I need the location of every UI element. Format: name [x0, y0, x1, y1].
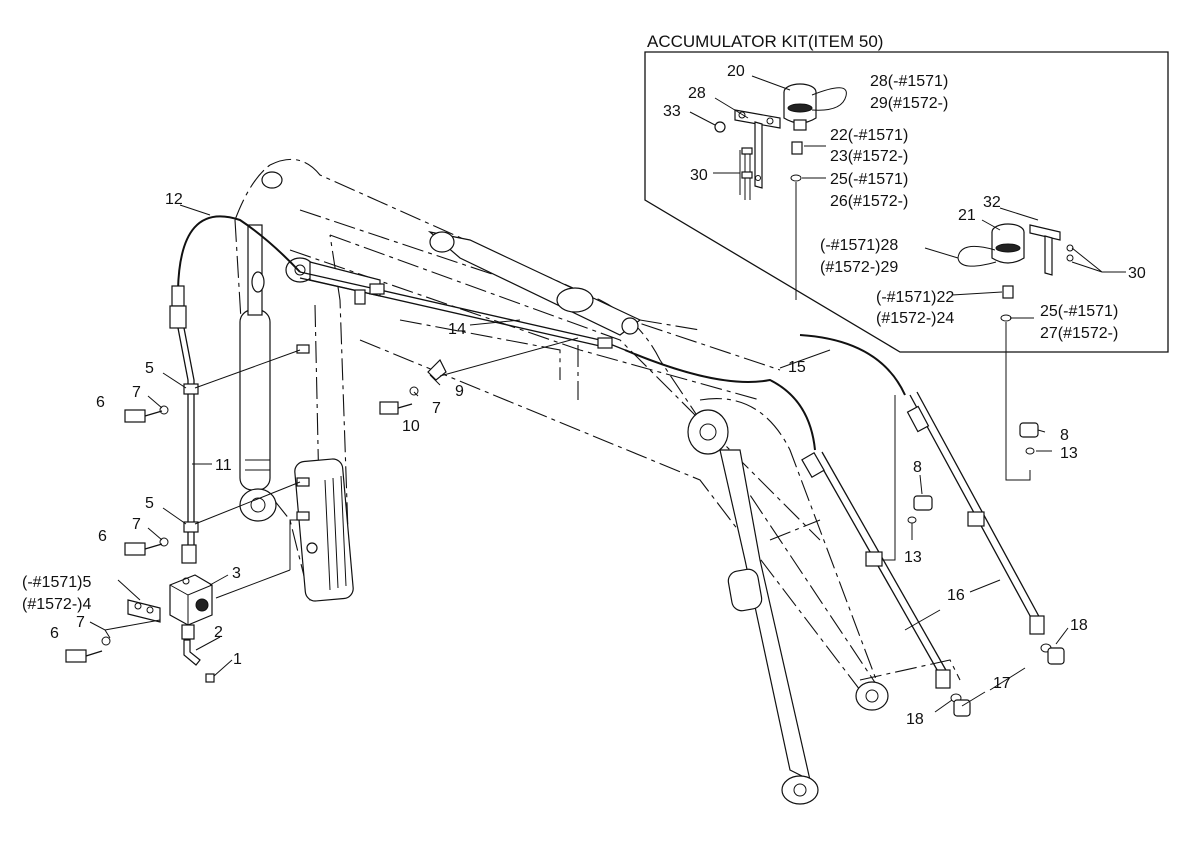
pipe-14: [299, 271, 626, 351]
label-4-post1572: (#1572-)4: [22, 596, 91, 613]
label-8-b: 8: [1060, 427, 1069, 444]
label-7-c: 7: [132, 516, 141, 533]
plugs-8-13: [907, 422, 1039, 524]
label-7-a: 7: [132, 384, 141, 401]
label-18-a: 18: [1070, 617, 1088, 634]
oring-25b: [1000, 314, 1012, 322]
label-28-pre1571: 28(-#1571): [870, 73, 948, 90]
label-5-a: 5: [145, 360, 154, 377]
label-6-b: 6: [98, 528, 107, 545]
bolts-30: [741, 147, 753, 200]
fasteners: [65, 358, 447, 663]
arm-upright: [234, 219, 354, 602]
nut-33: [714, 121, 726, 133]
clamp-5: [127, 599, 161, 623]
kit-labels: 20 28 28(-#1571) 29(#1572-) 33 22(-#1571…: [663, 63, 1146, 342]
arm-cylinder-right: [687, 409, 819, 805]
label-13-a: 13: [904, 549, 922, 566]
label-18-b: 18: [906, 711, 924, 728]
label-32: 32: [983, 194, 1001, 211]
label-24-post1572: (#1572-)24: [876, 310, 954, 327]
label-12: 12: [165, 191, 183, 208]
label-28: 28: [688, 85, 706, 102]
label-5-pre1571: (-#1571)5: [22, 574, 91, 591]
hose-15: [624, 334, 906, 451]
label-22-pre1571-b: (-#1571)22: [876, 289, 954, 306]
label-15: 15: [788, 359, 806, 376]
label-26-post1572: 26(#1572-): [830, 193, 908, 210]
label-30-a: 30: [690, 167, 708, 184]
boom-top-pivot: [261, 171, 381, 297]
main-labels: 12 14 15 5 7 6 9 7 10 11 5 7 6 3 (-#1571…: [22, 191, 1088, 728]
oring-25: [790, 174, 802, 182]
label-6-c: 6: [50, 625, 59, 642]
boom-cylinder-left: [239, 224, 277, 522]
label-11: 11: [215, 457, 232, 474]
label-20: 20: [727, 63, 745, 80]
label-17: 17: [993, 675, 1011, 692]
label-30-b: 30: [1128, 265, 1146, 282]
hose-12: [169, 215, 301, 329]
label-23-post1572: 23(#1572-): [830, 148, 908, 165]
label-7-d: 7: [76, 614, 85, 631]
accumulator-kit-title: ACCUMULATOR KIT(ITEM 50): [647, 32, 883, 51]
label-8-a: 8: [913, 459, 922, 476]
arm-pivot-bottom: [855, 681, 889, 711]
fitting-22: [791, 141, 803, 155]
label-29-post1572-b: (#1572-)29: [820, 259, 898, 276]
label-9: 9: [455, 383, 464, 400]
label-6-a: 6: [96, 394, 105, 411]
label-3: 3: [232, 565, 241, 582]
label-25-pre1571-b: 25(-#1571): [1040, 303, 1118, 320]
label-5-b: 5: [145, 495, 154, 512]
boom-cylinder-top: [427, 230, 642, 336]
label-25-pre1571-a: 25(-#1571): [830, 171, 908, 188]
label-28-pre1571-b: (-#1571)28: [820, 237, 898, 254]
label-27-post1572: 27(#1572-): [1040, 325, 1118, 342]
kit-leaders: [689, 75, 1126, 481]
label-13-b: 13: [1060, 445, 1078, 462]
block-3: [169, 574, 215, 683]
label-14: 14: [448, 321, 466, 338]
label-10: 10: [402, 418, 420, 435]
label-29-post1572: 29(#1572-): [870, 95, 948, 112]
label-7-b: 7: [432, 400, 441, 417]
pipe-11: [177, 327, 199, 564]
accumulator-21: [957, 223, 1025, 267]
bracket-28: [734, 109, 781, 189]
bracket-32: [1029, 224, 1074, 276]
label-16: 16: [947, 587, 965, 604]
pipe-16: [801, 391, 1045, 689]
accumulator-20: [783, 83, 847, 131]
main-leaders: [89, 204, 1069, 713]
fitting-22b: [1002, 285, 1014, 299]
label-1: 1: [233, 651, 242, 668]
accumulator-kit-box: ACCUMULATOR KIT(ITEM 50): [644, 32, 1169, 353]
label-22-pre1571: 22(-#1571): [830, 127, 908, 144]
label-33: 33: [663, 103, 681, 120]
label-2: 2: [214, 624, 223, 641]
label-21: 21: [958, 207, 976, 224]
